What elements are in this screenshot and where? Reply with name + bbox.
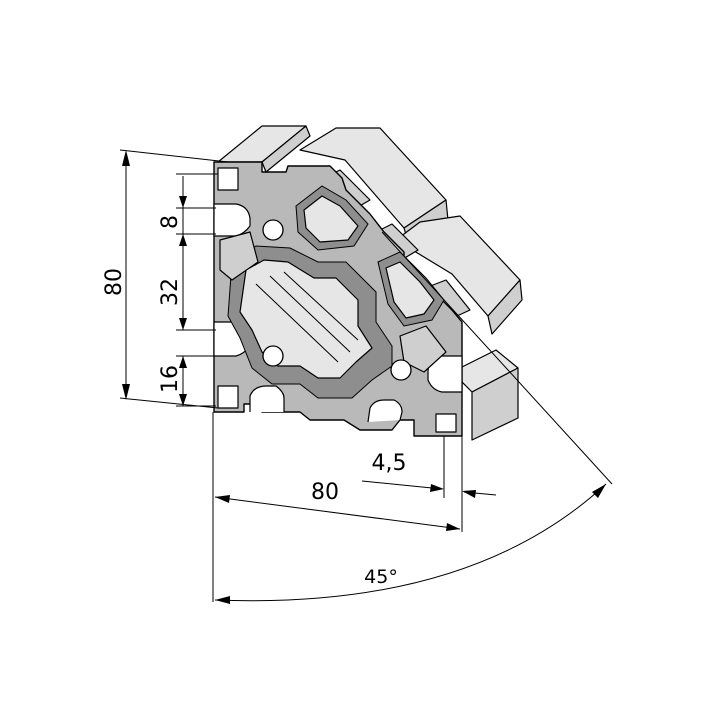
dim-wall-label: 4,5 bbox=[372, 451, 407, 476]
dim-width-label: 80 bbox=[311, 480, 339, 505]
dim-offset-label: 16 bbox=[158, 365, 183, 393]
extension-lines bbox=[119, 149, 613, 602]
dim-height-label: 80 bbox=[102, 268, 127, 296]
dim-angle-label: 45° bbox=[364, 566, 398, 588]
dim-slot-label: 8 bbox=[158, 215, 183, 229]
dimension-labels: 80 8 32 16 80 4,5 45° bbox=[102, 215, 407, 588]
profile-face bbox=[213, 161, 463, 437]
dim-spacing-label: 32 bbox=[158, 278, 183, 306]
dimension-lines bbox=[122, 150, 607, 604]
